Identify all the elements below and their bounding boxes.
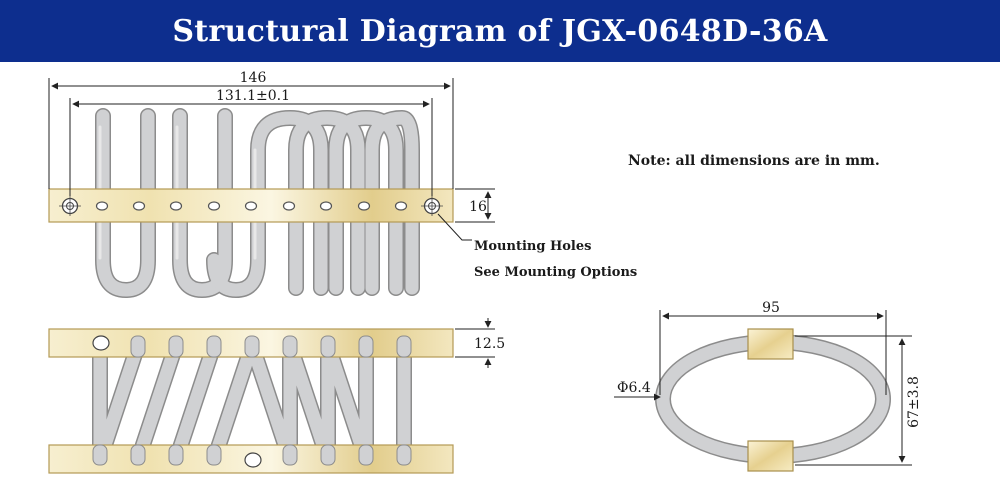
side-coils [92,337,412,468]
dim-hole-spacing-label: 131.1±0.1 [216,88,290,104]
title-banner: Structural Diagram of JGX-0648D-36A [0,0,1000,62]
side-wire-ends [92,335,412,466]
dimensions-note: Note: all dimensions are in mm. [628,153,880,169]
dim-bar-height-label: 16 [469,199,487,215]
callout-mounting-options: See Mounting Options [474,265,637,280]
dim-bar-thickness-label: 12.5 [474,336,505,352]
dim-bar-thickness [455,318,495,368]
dim-end-height [795,335,912,466]
structural-diagram: 146 131.1±0.1 16 Mounting Holes See Moun… [48,70,922,474]
page-title: Structural Diagram of JGX-0648D-36A [172,13,828,49]
mounting-holes-leader [437,213,472,241]
dim-hole-spacing [69,98,433,196]
dim-overall-length [48,78,454,189]
side-top-hole [92,335,110,351]
end-view-top-block [747,328,794,360]
dim-bar-height [455,188,495,223]
top-view: 146 131.1±0.1 16 Mounting Holes See Moun… [48,70,637,299]
top-coils [95,108,420,299]
dim-end-width-label: 95 [762,300,780,316]
end-view: 95 67±3.8 Φ6.4 [614,300,922,472]
side-view: 12.5 [48,318,505,474]
callout-mounting-holes: Mounting Holes [474,239,591,254]
dim-wire-diameter-label: Φ6.4 [617,380,651,396]
mounting-holes [95,201,408,211]
end-view-bottom-block [747,440,794,472]
side-bottom-hole [244,452,262,468]
end-mounting-holes [59,196,443,216]
dim-overall-length-label: 146 [240,70,267,86]
dim-end-height-label: 67±3.8 [906,376,922,428]
dim-end-width [659,310,887,395]
